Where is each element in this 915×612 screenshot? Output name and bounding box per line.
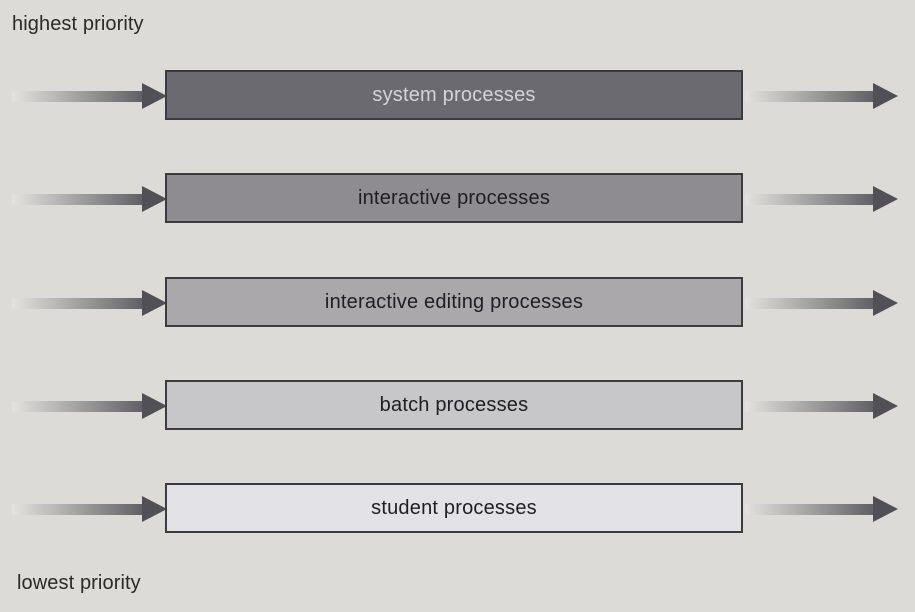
queue-system-processes: system processes <box>165 70 743 120</box>
queue-batch-processes: batch processes <box>165 380 743 430</box>
input-arrow-icon <box>12 290 167 316</box>
queue-interactive-processes: interactive processes <box>165 173 743 223</box>
queue-row-interactive-editing: interactive editing processes <box>0 277 915 331</box>
queue-row-interactive: interactive processes <box>0 173 915 227</box>
input-arrow-icon <box>12 393 167 419</box>
output-arrow-icon <box>745 186 898 212</box>
output-arrow-icon <box>745 496 898 522</box>
highest-priority-label: highest priority <box>12 13 144 35</box>
input-arrow-icon <box>12 186 167 212</box>
input-arrow-icon <box>12 496 167 522</box>
queue-row-batch: batch processes <box>0 380 915 434</box>
lowest-priority-label: lowest priority <box>17 572 141 594</box>
output-arrow-icon <box>745 290 898 316</box>
queue-student-processes: student processes <box>165 483 743 533</box>
queue-interactive-editing-processes: interactive editing processes <box>165 277 743 327</box>
queue-row-student: student processes <box>0 483 915 537</box>
queue-row-system: system processes <box>0 70 915 124</box>
output-arrow-icon <box>745 83 898 109</box>
output-arrow-icon <box>745 393 898 419</box>
input-arrow-icon <box>12 83 167 109</box>
